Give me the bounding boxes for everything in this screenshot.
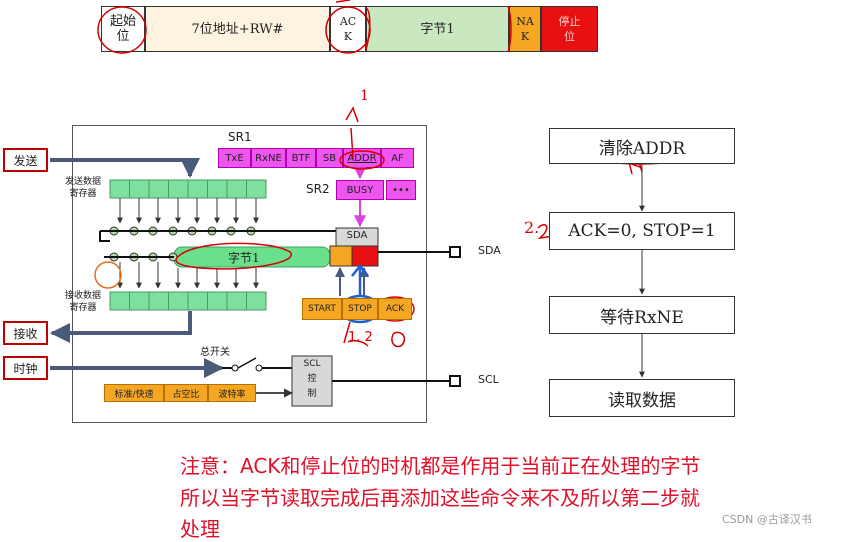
ctrl-stop-bit: STOP xyxy=(342,298,378,320)
flow-step-set-ack-stop: ACK=0, STOP=1 xyxy=(549,212,735,250)
scl-pin xyxy=(449,375,461,387)
sda-pin-label: SDA xyxy=(478,244,501,257)
watermark: CSDN @古译汉书 xyxy=(722,513,812,526)
ctrl-start-bit: START xyxy=(302,298,342,320)
clock-label: 时钟 xyxy=(3,356,48,380)
clock-baud-option: 波特率 xyxy=(208,384,256,402)
frame-address: 7位地址+RW# xyxy=(145,6,330,52)
frame-start-bit: 起始 位 xyxy=(101,6,145,52)
annotation-steps-under-stop: 1. 2 xyxy=(348,330,373,345)
ctrl-ack-bit: ACK xyxy=(378,298,412,320)
flow-step-read-data: 读取数据 xyxy=(549,379,735,417)
sr1-sb: SB xyxy=(316,148,343,168)
note-line-3: 处理 xyxy=(180,517,220,541)
sda-block-label: SDA xyxy=(346,230,368,241)
clock-mode-option: 标准/快速 xyxy=(104,384,164,402)
frame-stop-bit: 停止 位 xyxy=(541,6,598,52)
send-arrow xyxy=(50,158,200,178)
sr1-title: SR1 xyxy=(228,130,252,144)
tx-register-label: 发送数据 寄存器 xyxy=(64,177,101,199)
frame-ack: AC K xyxy=(330,6,366,52)
scl-control-label: SCL 控 制 xyxy=(303,359,321,399)
sr1-btf: BTF xyxy=(286,148,316,168)
i2c-peripheral-box xyxy=(72,125,427,423)
main-switch-label: 总开关 xyxy=(200,347,230,358)
scl-control-block xyxy=(291,355,333,407)
note-line-2: 所以当字节读取完成后再添加这些命令来不及所以第二步就 xyxy=(180,486,700,510)
sr2-title: SR2 xyxy=(306,182,330,196)
clock-duty-option: 占空比 xyxy=(164,384,208,402)
tx-data-register xyxy=(109,179,267,199)
annotation-step-one: 1 xyxy=(360,88,369,104)
receive-arrow xyxy=(50,311,192,343)
sda-pin xyxy=(449,246,461,258)
annotation-step-two: 2. xyxy=(524,218,540,237)
send-label: 发送 xyxy=(3,148,48,172)
sr1-txe: TxE xyxy=(218,148,251,168)
shift-register-label: 字节1 xyxy=(228,251,260,265)
sr2-more: ••• xyxy=(386,180,416,200)
note-line-1: 注意：ACK和停止位的时机都是作用于当前正在处理的字节 xyxy=(180,454,701,478)
frame-byte: 字节1 xyxy=(366,6,509,52)
rx-data-register xyxy=(109,291,267,311)
receive-label: 接收 xyxy=(3,321,48,345)
flow-step-wait-rxne: 等待RxNE xyxy=(549,296,735,334)
flow-step-clear-addr: 清除ADDR xyxy=(549,128,735,164)
frame-nak: NA K xyxy=(509,6,541,52)
sr1-rxne: RxNE xyxy=(251,148,286,168)
sr1-af: AF xyxy=(381,148,414,168)
rx-register-label: 接收数据 寄存器 xyxy=(64,291,101,313)
sr2-busy: BUSY xyxy=(336,180,384,200)
scl-pin-label: SCL xyxy=(478,373,499,386)
